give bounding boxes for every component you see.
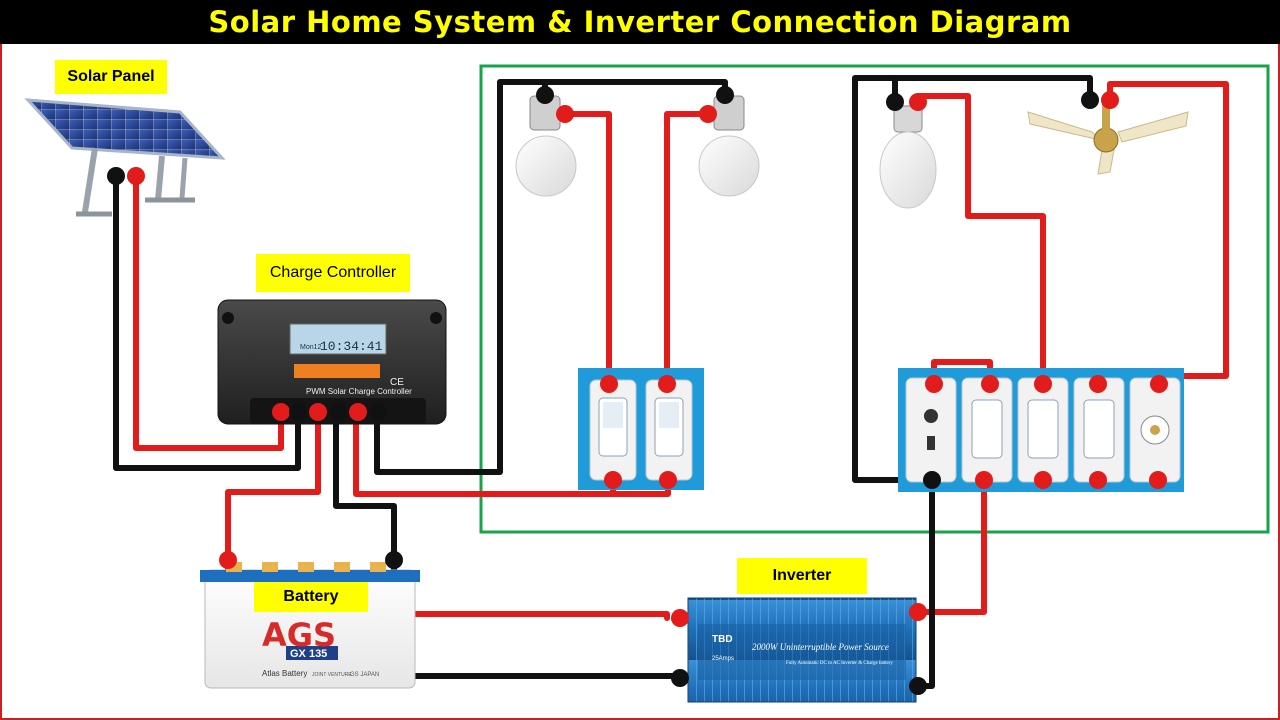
wire-ac-bulb-phase (915, 93, 1046, 387)
bulb-icon (515, 95, 577, 197)
ac-switchboard (898, 368, 1184, 492)
ac-zone-border (479, 64, 1270, 534)
wire-battery-negative (333, 409, 683, 679)
battery-partner: GS JAPAN (350, 672, 379, 678)
title-bar: Solar Home System & Inverter Connection … (0, 0, 1280, 44)
battery-model: GX 135 (290, 648, 327, 660)
inverter-amps: 25Amps (712, 656, 734, 662)
solar-panel-label: Solar Panel (55, 60, 167, 94)
battery-maker-note: JOINT VENTURE (312, 672, 352, 678)
ceiling-fan-icon (1027, 104, 1189, 175)
inverter-sub: Fully Automatic DC to AC Inverter & Char… (786, 661, 893, 666)
wire-ac-neutral-bus (852, 75, 1093, 483)
diagram-title: Solar Home System & Inverter Connection … (208, 5, 1072, 39)
controller-ce-mark: CE (390, 377, 404, 388)
controller-screen-time: 10:34:41 (320, 339, 383, 354)
solar-panel-icon (24, 98, 226, 217)
inverter-brand: TBD (712, 634, 733, 645)
battery-maker: Atlas Battery (262, 669, 307, 678)
wire-dc-bulb2-positive (664, 111, 711, 387)
inverter-label: Inverter (737, 558, 867, 594)
wire-panel-positive (133, 173, 284, 451)
bulb-icon (698, 95, 760, 197)
controller-panel-text: PWM Solar Charge Controller (306, 387, 412, 396)
wire-ac-negative (915, 477, 935, 689)
inverter-headline: 2000W Uninterruptible Power Source (752, 642, 889, 652)
dc-switchboard (578, 368, 704, 490)
wire-panel-negative (113, 173, 301, 471)
charge-controller-label: Charge Controller (256, 254, 410, 292)
controller-screen-small: Mon12 (300, 344, 322, 351)
battery-label: Battery (254, 582, 368, 612)
terminals (107, 86, 1168, 695)
bulb-icon (879, 105, 937, 209)
wire-dc-bulb1-positive (562, 111, 612, 387)
wire-dc-load-negative (374, 79, 728, 475)
inverter-icon (687, 597, 917, 703)
battery-brand: AGS (262, 616, 336, 654)
wire-ac-positive (915, 477, 987, 615)
